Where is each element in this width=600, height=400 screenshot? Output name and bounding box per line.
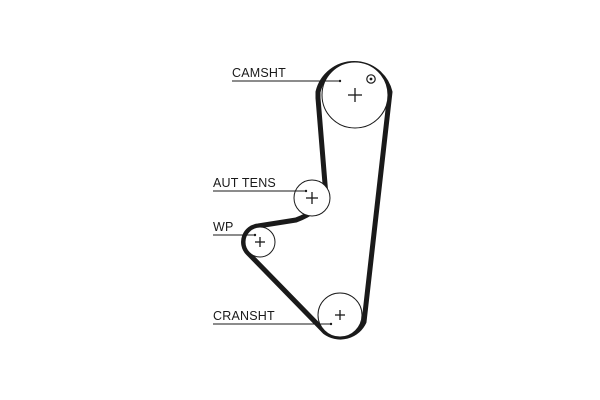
water-pump-pulley: [244, 226, 276, 258]
camshaft-label: CAMSHT: [232, 66, 286, 80]
timing-mark-icon: [366, 74, 376, 84]
crankshaft-pulley: [317, 292, 363, 338]
tensioner-pulley: [293, 179, 331, 217]
water-pump-callout: WP: [213, 220, 257, 237]
tensioner-callout: AUT TENS: [213, 176, 308, 193]
water-pump-label: WP: [213, 220, 234, 234]
crankshaft-label: CRANSHT: [213, 309, 275, 323]
tensioner-label: AUT TENS: [213, 176, 276, 190]
crankshaft-callout: CRANSHT: [213, 309, 333, 326]
camshaft-callout: CAMSHT: [232, 66, 342, 83]
camshaft-pulley: [321, 61, 389, 129]
